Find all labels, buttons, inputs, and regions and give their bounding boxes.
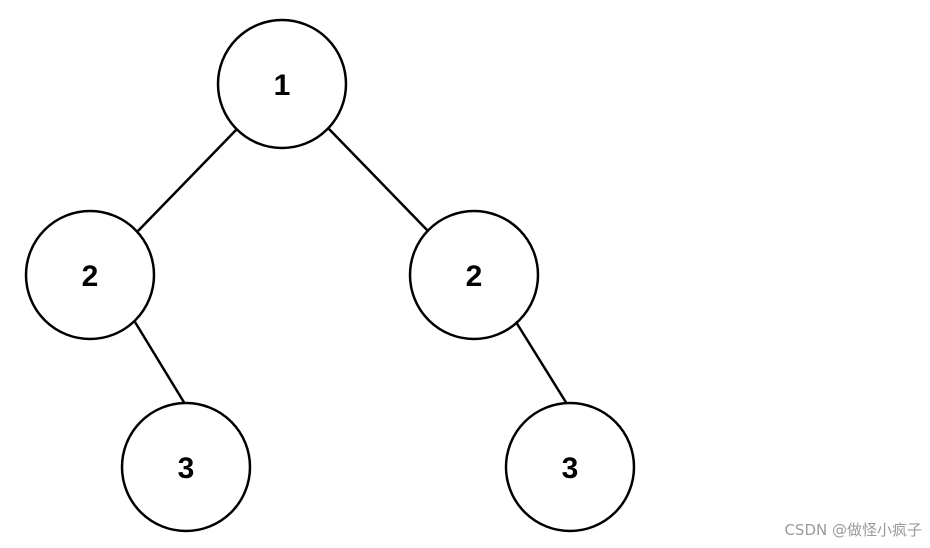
tree-node-right: 2 [408, 209, 540, 341]
tree-node-root: 1 [216, 18, 348, 150]
node-circle [408, 209, 540, 341]
node-circle [24, 209, 156, 341]
node-circle [120, 401, 252, 533]
node-label: 2 [466, 260, 483, 293]
node-label: 1 [274, 69, 291, 102]
tree-node-left-right-child: 3 [120, 401, 252, 533]
watermark-text: CSDN @做怪小疯子 [784, 521, 922, 539]
edge-left-child [133, 321, 187, 405]
node-circle [504, 401, 636, 533]
node-label: 2 [82, 260, 99, 293]
tree-node-left: 2 [24, 209, 156, 341]
node-label: 3 [178, 452, 195, 485]
edge-root-left [137, 128, 238, 232]
tree-node-right-right-child: 3 [504, 401, 636, 533]
edge-root-right [328, 128, 429, 232]
node-circle [216, 18, 348, 150]
node-label: 3 [562, 452, 579, 485]
edge-right-child [514, 321, 569, 405]
